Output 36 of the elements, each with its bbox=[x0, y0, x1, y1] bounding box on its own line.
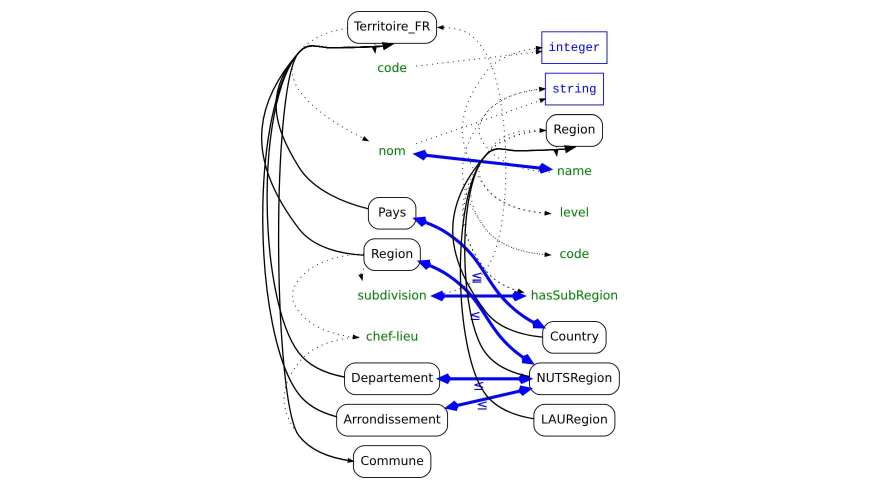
arrow bbox=[414, 216, 544, 328]
arrow bbox=[414, 150, 551, 174]
node-text: nom bbox=[378, 144, 406, 158]
node-box: Territoire_FR bbox=[346, 11, 437, 44]
node-box: Region bbox=[363, 238, 420, 271]
arrow bbox=[432, 290, 524, 302]
node-box: Country bbox=[542, 321, 606, 354]
node-box: Departement bbox=[344, 362, 440, 396]
node-box: string bbox=[544, 72, 604, 106]
node-box: Commune bbox=[352, 445, 431, 478]
node-box: NUTSRegion bbox=[528, 362, 620, 396]
node-text: hasSubRegion bbox=[530, 288, 618, 302]
node-text: level bbox=[559, 206, 589, 220]
arrow bbox=[446, 385, 530, 412]
node-box: Arrondissement bbox=[336, 404, 448, 436]
node-text: name bbox=[556, 164, 592, 178]
arrow bbox=[462, 86, 550, 256]
arrow bbox=[462, 46, 550, 214]
node-text: chef-lieu bbox=[365, 330, 418, 344]
node-box: Region bbox=[545, 114, 603, 147]
node-text: code bbox=[376, 61, 406, 76]
node-box: LAURegion bbox=[532, 404, 615, 436]
node-text: subdivision bbox=[357, 288, 426, 302]
arrow bbox=[415, 50, 542, 67]
arrow bbox=[260, 42, 394, 256]
arrow bbox=[415, 98, 546, 144]
node-box: integer bbox=[540, 31, 607, 64]
node-text: code bbox=[559, 246, 589, 261]
edge-label: ≤ bbox=[476, 398, 488, 414]
arrow bbox=[418, 260, 533, 364]
node-box: Pays bbox=[367, 196, 416, 230]
arrow bbox=[275, 42, 394, 210]
arrow bbox=[358, 268, 364, 282]
edge-label: ≦ bbox=[470, 270, 482, 286]
arrow bbox=[291, 28, 369, 142]
arrow bbox=[291, 253, 364, 340]
